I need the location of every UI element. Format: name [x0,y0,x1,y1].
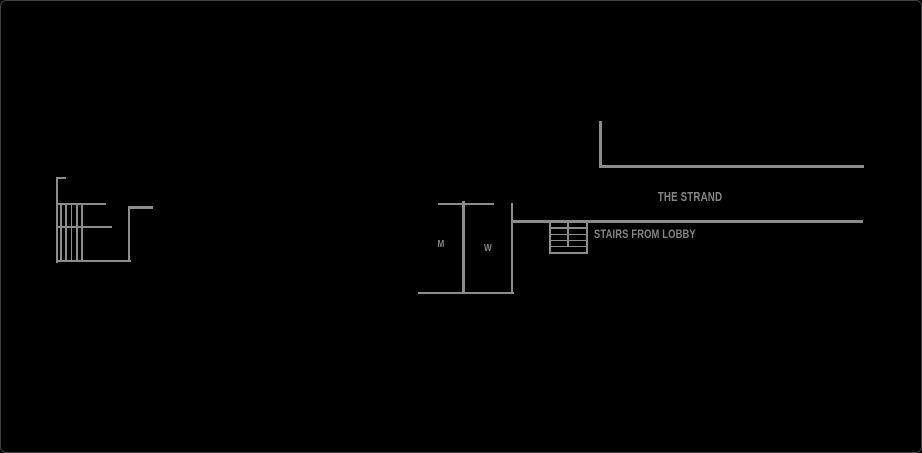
left-stairwell-west-wall [55,177,58,263]
restrooms-south-wall [417,291,515,295]
lobby-stairs-stair-west-wall [549,220,552,254]
left-stairwell-east-stub-wall [128,206,153,209]
the-strand-promenade-south-promenade-wall [511,219,863,223]
the-strand-promenade-corner-wall [599,121,602,169]
label-stairs-from-lobby: STAIRS FROM LOBBY [594,226,696,241]
lobby-stairs-stair-south-wall [549,251,589,254]
label-womens-room: W [483,241,492,254]
left-stairwell-top-cap-wall [55,177,67,180]
left-stairwell-mid-landing-wall [57,225,113,228]
the-strand-promenade-north-promenade-wall [599,165,864,169]
left-stairwell-stair-tread-4 [76,203,78,263]
lobby-stairs-stair-center-line [567,220,570,247]
restrooms-north-wall [437,202,495,206]
restrooms-divider-wall [462,200,465,295]
left-stairwell-stair-tread-3 [70,203,73,263]
left-stairwell-upper-landing-wall [57,203,107,206]
left-stairwell-stair-tread-2 [65,203,67,263]
restrooms-east-wall [510,203,514,295]
label-the-strand: THE STRAND [657,189,722,204]
label-mens-room: M [437,238,445,251]
lobby-stairs-stair-east-wall [585,220,589,254]
left-stairwell-east-wall [128,206,131,263]
left-stairwell-stair-tread-5 [81,203,84,263]
left-stairwell-stair-tread-1 [59,203,62,263]
left-stairwell-south-wall [55,260,131,263]
